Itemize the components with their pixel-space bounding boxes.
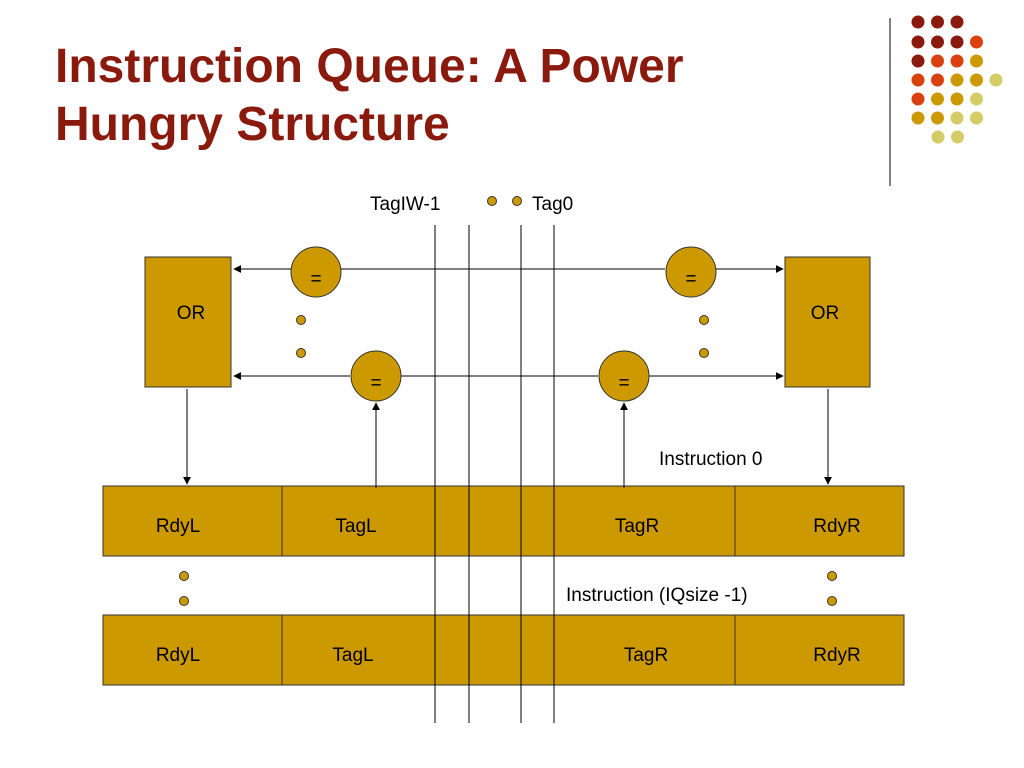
tagr-field: TagR xyxy=(624,645,668,666)
comparator-symbol: = xyxy=(310,269,321,290)
ellipsis-dot xyxy=(699,315,709,325)
comparator-right-bottom: = xyxy=(598,350,650,402)
logo-dot xyxy=(989,73,1003,87)
logo-dot xyxy=(931,92,944,106)
logo-dot xyxy=(911,15,925,29)
tag-ellipsis-dot-1 xyxy=(487,196,497,206)
comparator-circle xyxy=(665,246,717,298)
instruction-last-label: Instruction (IQsize -1) xyxy=(566,585,748,606)
comparator-symbol: = xyxy=(618,373,629,394)
logo-dot xyxy=(950,15,964,29)
ellipsis-dot xyxy=(699,348,709,358)
logo-dot xyxy=(950,35,964,49)
logo-dot xyxy=(931,111,944,125)
logo-dot xyxy=(950,73,964,87)
logo-dot xyxy=(970,35,983,49)
tagr-field: TagR xyxy=(615,516,659,537)
ellipsis-dot xyxy=(296,348,306,358)
rdyl-field: RdyL xyxy=(156,516,200,537)
logo-dot xyxy=(911,73,925,87)
instruction-row-box xyxy=(102,485,905,557)
logo-dot xyxy=(970,54,983,68)
logo-dot xyxy=(950,111,964,125)
comparator-right-top: = xyxy=(665,246,717,298)
row-ellipsis-dot xyxy=(827,571,837,581)
row-ellipsis-dot xyxy=(827,596,837,606)
tag-iw-label: TagIW-1 xyxy=(370,194,440,215)
logo-dot xyxy=(950,92,964,106)
logo-dot xyxy=(950,54,964,68)
rdyr-field: RdyR xyxy=(813,516,861,537)
comparator-left-top: = xyxy=(290,246,342,298)
comparator-left-bottom: = xyxy=(350,350,402,402)
logo-dot xyxy=(970,73,983,87)
logo-dot xyxy=(931,130,945,144)
rdyl-field: RdyL xyxy=(156,645,200,666)
tag0-label: Tag0 xyxy=(532,194,573,215)
decorative-dot-logo xyxy=(911,15,1003,144)
logo-dot xyxy=(931,54,944,68)
instruction-row: RdyL TagL TagR RdyR xyxy=(102,485,905,557)
comparator-circle xyxy=(290,246,342,298)
logo-dot xyxy=(951,130,964,144)
logo-dot xyxy=(931,73,944,87)
logo-dot xyxy=(911,54,925,68)
logo-dot xyxy=(931,15,944,29)
instruction-0-label: Instruction 0 xyxy=(659,449,763,470)
logo-dot xyxy=(911,35,925,49)
logo-dot xyxy=(970,92,983,106)
instruction-row: RdyL TagL TagR RdyR xyxy=(102,614,905,686)
slide-title-line-2: Hungry Structure xyxy=(55,98,450,151)
rdyr-field: RdyR xyxy=(813,645,861,666)
comparator-circle xyxy=(598,350,650,402)
row-ellipsis-dot xyxy=(179,596,189,606)
ellipsis-dot xyxy=(296,315,306,325)
logo-dot xyxy=(911,92,925,106)
or-gate-left xyxy=(144,256,232,388)
logo-dot xyxy=(970,111,983,125)
comparator-circle xyxy=(350,350,402,402)
tagl-field: TagL xyxy=(335,516,376,537)
row-ellipsis-dot xyxy=(179,571,189,581)
tag-ellipsis-dot-2 xyxy=(512,196,522,206)
logo-dot xyxy=(911,111,925,125)
or-gate-right-label: OR xyxy=(811,303,840,324)
comparator-symbol: = xyxy=(685,269,696,290)
or-gate-left-label: OR xyxy=(177,303,206,324)
instruction-row-box xyxy=(102,614,905,686)
slide-title-line-1: Instruction Queue: A Power xyxy=(55,40,684,93)
tagl-field: TagL xyxy=(332,645,373,666)
slide-title: Instruction Queue: A Power Hungry Struct… xyxy=(55,38,855,154)
or-gate-right xyxy=(784,256,871,388)
comparator-symbol: = xyxy=(370,373,381,394)
logo-dot xyxy=(931,35,944,49)
